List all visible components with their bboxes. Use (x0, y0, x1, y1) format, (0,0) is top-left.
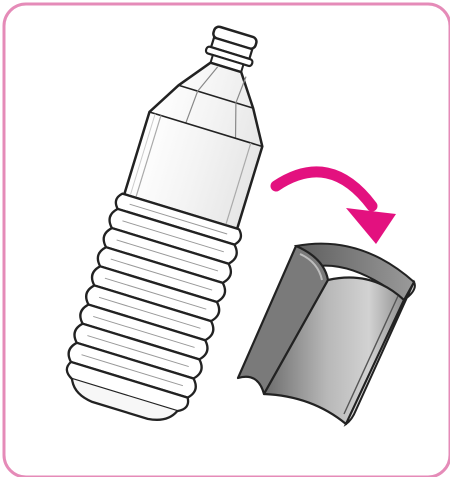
illustration-canvas (0, 0, 450, 477)
illustration-svg (0, 0, 450, 477)
